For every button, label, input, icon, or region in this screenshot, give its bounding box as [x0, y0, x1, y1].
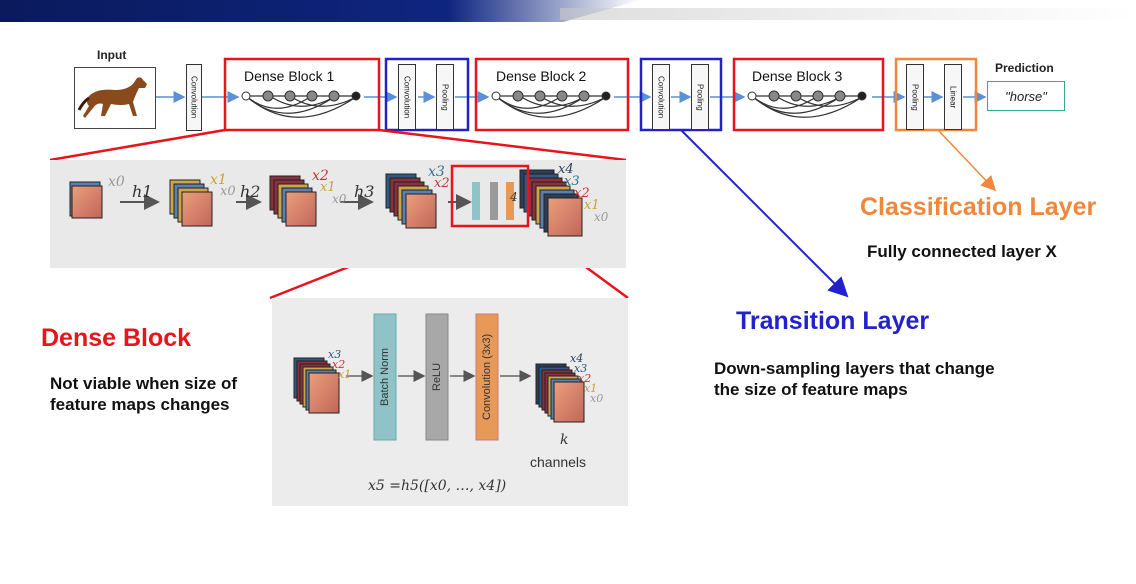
pooling-label: Pooling — [695, 83, 705, 111]
h1-label: h1 — [132, 182, 153, 201]
dense-block-3-label: Dense Block 3 — [752, 68, 843, 84]
pooling-label: Pooling — [910, 83, 920, 111]
pooling-label: Pooling — [440, 83, 450, 111]
h2-label: h2 — [240, 182, 261, 201]
layer-detail-canvas — [293, 313, 585, 441]
lx3-label-out: x3 — [574, 362, 588, 375]
dense-graph-2 — [495, 95, 607, 118]
classification-pool: Pooling — [906, 64, 924, 130]
batch-norm-label: Batch Norm — [379, 347, 391, 407]
input-image — [74, 67, 156, 129]
transition-2-pool: Pooling — [691, 64, 709, 130]
conv3x3-label: Convolution (3x3) — [481, 333, 493, 421]
transition-layer-desc: Down-sampling layers that change the siz… — [714, 359, 995, 399]
x0-label-3: x0 — [332, 192, 347, 206]
lx4-label: x4 — [570, 352, 584, 365]
dense-block-2-label: Dense Block 2 — [496, 68, 587, 84]
dense-block-desc: Not viable when size of feature maps cha… — [50, 374, 238, 414]
dense-block-1-outline — [223, 57, 381, 132]
classification-layer-desc: Fully connected layer X — [867, 242, 1057, 261]
x2-label-1: x2 — [312, 168, 329, 184]
relu-label: ReLU — [431, 362, 443, 392]
lx0-label-out: x0 — [590, 392, 604, 405]
k-label: k — [560, 432, 569, 448]
dense-graph-3 — [751, 95, 863, 118]
convolution-label: Convolution — [402, 75, 412, 119]
transition-arrow — [680, 129, 849, 298]
x2-label-3: x2 — [574, 186, 590, 201]
prediction-box: "horse" — [987, 81, 1065, 111]
transition-1-outline — [384, 57, 470, 132]
x0-label-1: x0 — [108, 174, 125, 190]
convolution-box-1: Convolution — [186, 64, 202, 131]
x4-label-1: x4 — [558, 162, 574, 177]
dense-block-3-outline — [732, 57, 885, 132]
convolution-label: Convolution — [656, 75, 666, 119]
lx2-label-out: x2 — [578, 372, 592, 385]
x0-label-4: x0 — [594, 210, 609, 224]
x2-label-2: x2 — [434, 176, 450, 191]
x1-label-1: x1 — [210, 172, 227, 188]
x1-label-3: x1 — [584, 198, 600, 213]
horse-icon — [77, 77, 147, 118]
formula-label: x5 =h5([x0, …, x4]) — [368, 478, 507, 494]
zoom-line-left — [49, 128, 226, 162]
dense-block-2-outline — [474, 57, 630, 132]
input-label: Input — [97, 48, 127, 62]
transition-2-conv: Convolution — [652, 64, 670, 130]
header-bar-fade — [560, 8, 1136, 20]
classification-outline — [894, 57, 978, 132]
dense-detail-canvas — [69, 164, 583, 237]
lx1-label-out: x1 — [584, 382, 598, 395]
lx3-label: x3 — [328, 348, 342, 361]
dense-detail-panel: x0 h1 x1 x0 h2 x2 x1 x0 h3 x3 x2 4 x4 x3… — [50, 160, 626, 268]
transition-1-conv: Convolution — [398, 64, 416, 130]
dense-block-title: Dense Block — [41, 324, 192, 352]
classification-linear: Linear — [944, 64, 962, 130]
transition-1-pool: Pooling — [436, 64, 454, 130]
classification-layer-title: Classification Layer — [860, 193, 1097, 221]
convolution-label: Convolution — [189, 76, 199, 119]
lx2-label: x2 — [332, 358, 346, 371]
h4-label: 4 — [510, 190, 518, 204]
x3-label-2: x3 — [564, 174, 580, 189]
transition-layer-title: Transition Layer — [736, 307, 930, 335]
linear-label: Linear — [948, 85, 958, 109]
dense-graph-1 — [245, 95, 357, 118]
x1-label-2: x1 — [320, 180, 336, 195]
channels-label: channels — [530, 454, 587, 470]
h3-label: h3 — [354, 182, 375, 201]
layer-detail-panel: Batch Norm ReLU Convolution (3x3) x3 x2 … — [272, 298, 628, 506]
dense-block-1-label: Dense Block 1 — [244, 68, 335, 84]
zoom-line-right — [378, 128, 627, 162]
x0-label-2: x0 — [220, 184, 236, 199]
classification-arrow — [937, 129, 997, 192]
x3-label-1: x3 — [428, 164, 445, 180]
header-bar — [0, 0, 640, 22]
lx1-label: x1 — [338, 368, 352, 381]
prediction-label: Prediction — [995, 61, 1054, 75]
